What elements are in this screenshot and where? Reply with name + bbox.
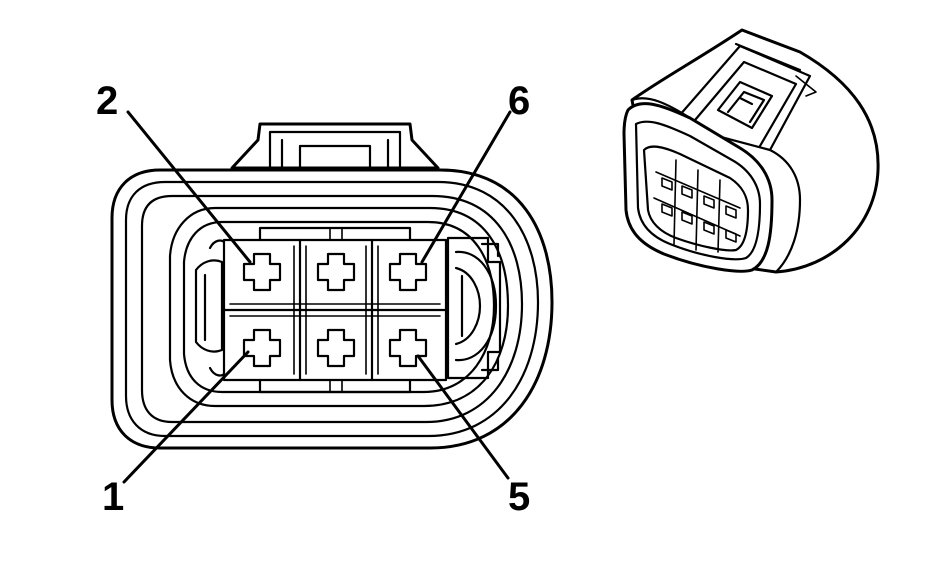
pin-label-1: 1 [102,475,124,519]
pin-label-6: 6 [508,79,530,123]
cavity-pin-3 [316,328,356,368]
iso-cavities [661,177,737,243]
connector-face-view: 2 6 1 5 [96,79,554,519]
pin-label-2: 2 [96,79,118,123]
pin-label-5: 5 [508,475,530,519]
cavity-pin-6 [388,252,428,292]
keying-feature [446,236,502,380]
connector-isometric-view [622,28,880,274]
cavity-pin-1 [242,328,282,368]
cavity-pin-4 [316,252,356,292]
leader-lines [122,110,512,484]
cavity-pin-5 [388,328,428,368]
terminal-cavities [242,252,428,368]
cavity-pin-2 [242,252,282,292]
